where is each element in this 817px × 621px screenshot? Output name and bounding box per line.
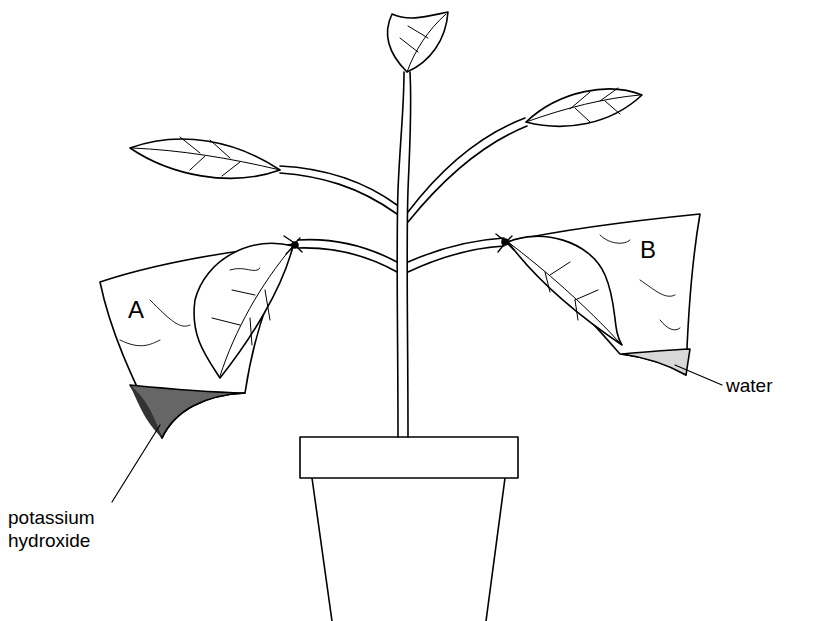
bag-tie [284,236,302,254]
bag-label: B [640,236,656,265]
tie-knot [502,239,508,245]
pot-body [312,478,505,621]
water-liquid [622,349,690,375]
leader-line [675,365,722,385]
branch [408,118,527,222]
branch [408,238,504,272]
leaf-veins [212,246,293,376]
liquid-label: water [726,375,772,398]
leaf-veins [508,242,620,343]
liquid-label: potassium hydroxide [8,507,138,553]
bag-creases [120,268,260,346]
tie-knot [292,242,298,248]
leaf-in-bag [194,243,293,378]
bag-tie [496,234,514,252]
leaf-veins [400,14,446,72]
leaf-veins [526,88,640,122]
leaf [526,89,642,126]
pot-rim [300,437,518,478]
branch [280,166,397,214]
leader-line [112,425,160,502]
potassium-hydroxide-liquid [130,385,245,438]
leaf-veins [132,137,280,176]
leaf [130,139,280,178]
leaf [388,12,448,72]
bag-creases [600,235,680,330]
main-stem [397,72,411,437]
leaf-in-bag [508,236,622,345]
bag-b [506,214,700,375]
branch [298,240,397,272]
bag-label: A [128,296,144,325]
bag-a [100,244,295,438]
